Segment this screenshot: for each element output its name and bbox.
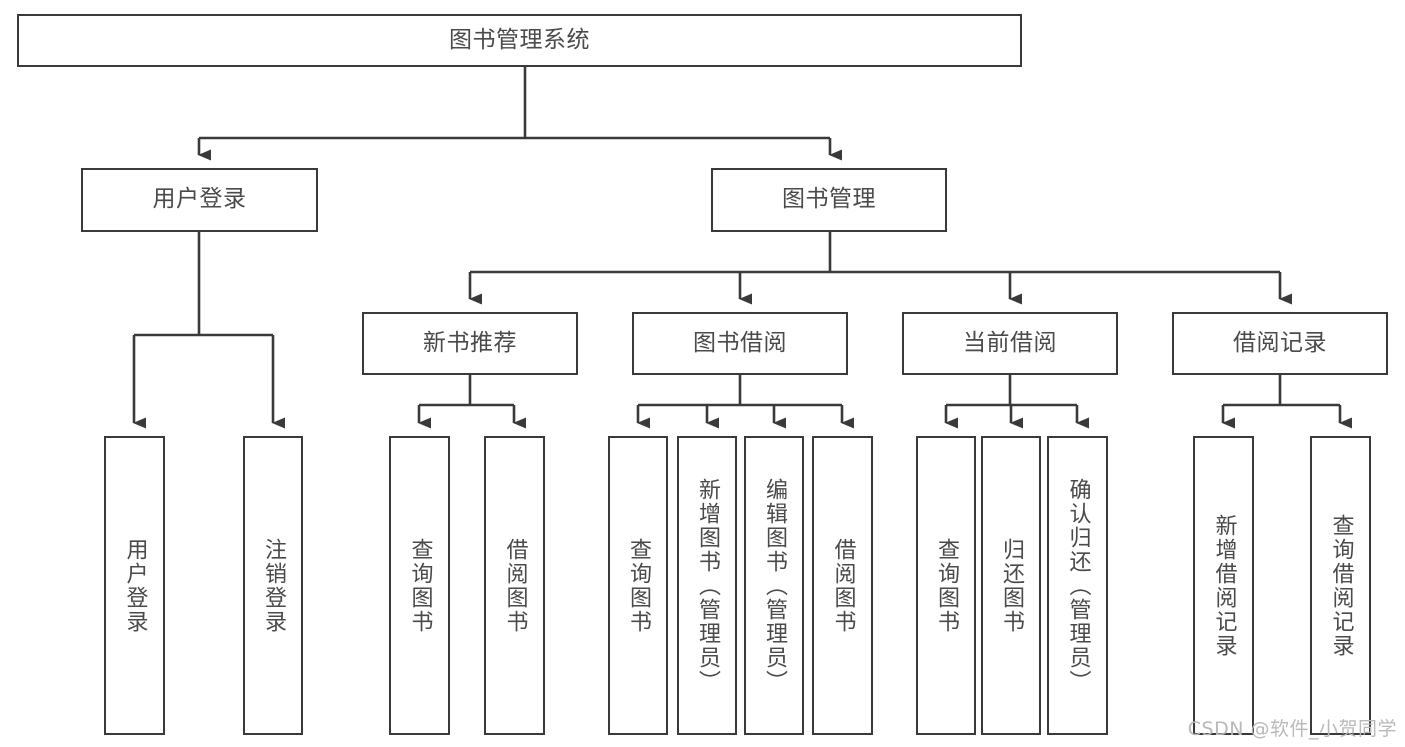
node-root[interactable]: 图书管理系统 bbox=[17, 14, 1022, 67]
node-leaf-edit-book-admin[interactable]: 编辑图书（管理员） bbox=[744, 436, 804, 735]
node-leaf-query-book-borrow[interactable]: 查询图书 bbox=[608, 436, 668, 735]
node-leaf-add-book-admin-label: 新增图书（管理员） bbox=[695, 477, 720, 694]
node-leaf-logout-label: 注销登录 bbox=[261, 537, 286, 634]
node-leaf-add-borrow-record[interactable]: 新增借阅记录 bbox=[1193, 436, 1254, 735]
node-leaf-confirm-return-admin[interactable]: 确认归还（管理员） bbox=[1047, 436, 1108, 735]
node-leaf-borrow-book-rec[interactable]: 借阅图书 bbox=[484, 436, 545, 735]
node-leaf-confirm-return-admin-label: 确认归还（管理员） bbox=[1065, 477, 1091, 694]
node-leaf-query-borrow-record[interactable]: 查询借阅记录 bbox=[1310, 436, 1371, 735]
node-leaf-query-book-rec[interactable]: 查询图书 bbox=[389, 436, 450, 735]
node-leaf-user-login[interactable]: 用户登录 bbox=[104, 436, 165, 735]
node-borrow-record[interactable]: 借阅记录 bbox=[1172, 312, 1388, 375]
node-leaf-add-book-admin[interactable]: 新增图书（管理员） bbox=[677, 436, 737, 735]
node-leaf-borrow-book-label: 借阅图书 bbox=[830, 537, 856, 634]
node-user-login[interactable]: 用户登录 bbox=[81, 168, 318, 232]
node-book-manage[interactable]: 图书管理 bbox=[711, 168, 947, 232]
node-book-borrow-label: 图书借阅 bbox=[693, 329, 787, 356]
node-leaf-borrow-book[interactable]: 借阅图书 bbox=[812, 436, 873, 735]
node-leaf-return-book[interactable]: 归还图书 bbox=[981, 436, 1041, 735]
node-leaf-query-book-current[interactable]: 查询图书 bbox=[916, 436, 976, 735]
node-root-label: 图书管理系统 bbox=[449, 26, 590, 53]
node-leaf-add-borrow-record-label: 新增借阅记录 bbox=[1211, 513, 1237, 658]
node-leaf-logout[interactable]: 注销登录 bbox=[243, 436, 303, 735]
node-book-borrow[interactable]: 图书借阅 bbox=[632, 312, 848, 375]
node-new-book-recommend-label: 新书推荐 bbox=[423, 329, 517, 356]
node-leaf-query-borrow-record-label: 查询借阅记录 bbox=[1328, 513, 1354, 658]
node-leaf-query-book-current-label: 查询图书 bbox=[934, 537, 959, 634]
node-leaf-user-login-label: 用户登录 bbox=[122, 537, 148, 634]
node-user-login-label: 用户登录 bbox=[152, 186, 247, 213]
node-book-manage-label: 图书管理 bbox=[782, 186, 876, 213]
node-leaf-query-book-rec-label: 查询图书 bbox=[407, 537, 433, 634]
node-leaf-query-book-borrow-label: 查询图书 bbox=[626, 537, 651, 634]
node-current-borrow-label: 当前借阅 bbox=[963, 329, 1057, 356]
node-borrow-record-label: 借阅记录 bbox=[1233, 329, 1327, 356]
node-leaf-borrow-book-rec-label: 借阅图书 bbox=[502, 537, 528, 634]
node-current-borrow[interactable]: 当前借阅 bbox=[902, 312, 1118, 375]
node-leaf-return-book-label: 归还图书 bbox=[999, 537, 1024, 634]
node-leaf-edit-book-admin-label: 编辑图书（管理员） bbox=[762, 477, 787, 694]
node-new-book-recommend[interactable]: 新书推荐 bbox=[362, 312, 578, 375]
